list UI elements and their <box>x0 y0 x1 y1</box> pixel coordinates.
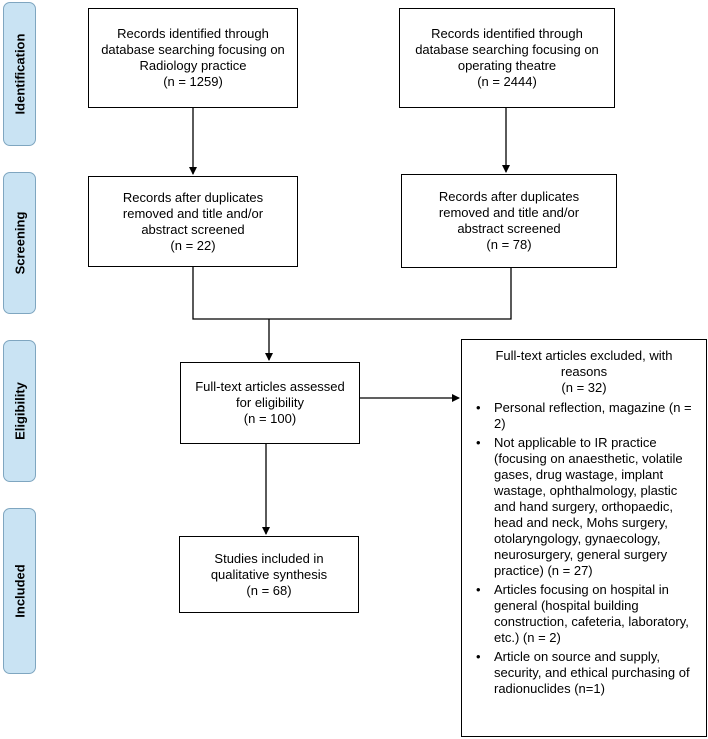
excluded-reason: Personal reflection, magazine (n = 2) <box>476 400 696 432</box>
box-text-line: Records after duplicates <box>438 189 580 204</box>
box-text-line: Records identified through <box>431 26 583 41</box>
box-text-line: Records identified through <box>117 26 269 41</box>
excluded-heading-line: reasons <box>560 364 608 379</box>
box-count: (n = 68) <box>246 582 292 598</box>
excluded-reason: Article on source and supply, security, … <box>476 649 696 697</box>
stage-screening: Screening <box>3 172 36 314</box>
stage-identification: Identification <box>3 2 36 146</box>
box-text-line: Records after duplicates <box>122 189 264 205</box>
excluded-count: (n = 32) <box>561 380 607 395</box>
box-text-line: Radiology practice <box>139 58 247 73</box>
excluded-reason: Not applicable to IR practice (focusing … <box>476 435 696 579</box>
box-count: (n = 2444) <box>477 74 537 89</box>
box-text-line: abstract screened <box>141 221 245 237</box>
box-excluded: Full-text articles excluded, with reason… <box>461 339 707 737</box>
box-text-line: operating theatre <box>457 58 557 73</box>
box-text-line: qualitative synthesis <box>210 566 328 582</box>
box-text-line: removed and title and/or <box>122 205 264 221</box>
box-screening-radiology: Records after duplicates removed and tit… <box>88 176 298 267</box>
merge-line <box>192 267 512 320</box>
box-text-line: database searching focusing on <box>415 42 599 57</box>
stage-eligibility: Eligibility <box>3 340 36 482</box>
box-text-line: abstract screened <box>457 221 561 236</box>
box-identification-theatre: Records identified through database sear… <box>399 8 615 108</box>
box-text-line: Full-text articles assessed <box>195 379 345 394</box>
box-text-line: for eligibility <box>236 395 304 410</box>
box-identification-radiology: Records identified through database sear… <box>88 8 298 108</box>
box-count: (n = 78) <box>486 237 532 252</box>
box-count: (n = 100) <box>243 411 297 426</box>
box-included: Studies included in qualitative synthesi… <box>179 536 359 613</box>
excluded-heading-line: Full-text articles excluded, with <box>495 348 673 363</box>
box-text-line: database searching focusing on <box>101 42 285 57</box>
box-count: (n = 22) <box>170 237 216 253</box>
excluded-heading: Full-text articles excluded, with reason… <box>472 348 696 396</box>
box-screening-theatre: Records after duplicates removed and tit… <box>401 174 617 268</box>
stage-included: Included <box>3 508 36 674</box>
box-text-line: Studies included in <box>214 550 324 566</box>
excluded-reason: Articles focusing on hospital in general… <box>476 582 696 646</box>
excluded-reasons-list: Personal reflection, magazine (n = 2) No… <box>472 400 696 697</box>
box-eligibility: Full-text articles assessed for eligibil… <box>180 362 360 444</box>
box-count: (n = 1259) <box>163 74 223 89</box>
box-text-line: removed and title and/or <box>438 205 580 220</box>
